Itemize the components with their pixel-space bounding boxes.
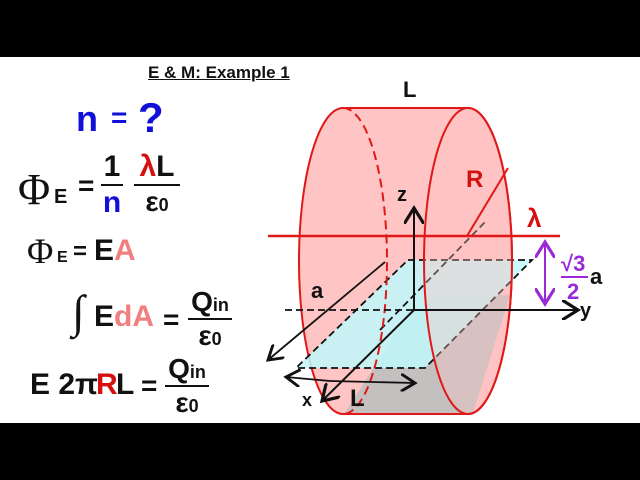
label-L-top: L	[403, 77, 417, 102]
top-letterbox-bar	[0, 0, 640, 57]
label-L-bottom: L	[350, 385, 365, 412]
epsilon-symbol: ε	[145, 186, 159, 217]
radius-R: R	[96, 368, 118, 401]
question-equals: =	[111, 102, 128, 133]
bottom-letterbox-bar	[0, 423, 640, 480]
radius-line	[466, 167, 509, 237]
differential-dA: dA	[114, 300, 154, 333]
fraction-bar	[134, 184, 180, 186]
fraction-bar	[101, 184, 123, 186]
charge-subscript: in	[212, 295, 229, 315]
label-height-numerator: √3	[561, 251, 586, 276]
charge-subscript: in	[189, 362, 206, 382]
length-L: L	[156, 150, 175, 183]
phi-symbol: Φ	[27, 231, 54, 271]
field-E-2pi: E 2π	[30, 368, 98, 401]
integral-symbol: ∫	[72, 286, 85, 337]
phi-symbol: Φ	[18, 165, 51, 214]
lambda-symbol: λ	[139, 150, 157, 183]
question-n: n	[76, 98, 98, 139]
epsilon-subscript: 0	[188, 396, 199, 416]
phi-subscript: E	[57, 249, 68, 266]
epsilon-symbol: ε	[198, 320, 212, 351]
label-a: a	[311, 278, 324, 303]
question-mark: ?	[138, 94, 164, 141]
equals-sign: =	[73, 238, 88, 265]
fraction-1-over-n: 1 n	[101, 152, 123, 218]
length-L: L	[116, 368, 135, 401]
epsilon-symbol: ε	[175, 387, 189, 418]
equals-sign: =	[163, 304, 180, 335]
epsilon-subscript: 0	[158, 195, 169, 215]
slide-title: E & M: Example 1	[148, 63, 290, 82]
fraction-bar	[165, 385, 209, 387]
charge-Q: Q	[191, 286, 213, 317]
area-A: A	[114, 234, 136, 267]
label-z: z	[397, 184, 407, 206]
fraction-Qin-over-epsilon0: Qin ε0	[188, 288, 232, 350]
equals-sign: =	[141, 370, 158, 401]
charge-Q: Q	[168, 353, 190, 384]
epsilon-subscript: 0	[211, 329, 222, 349]
label-y: y	[580, 300, 592, 322]
phi-subscript: E	[54, 186, 68, 208]
rectangular-plane	[296, 260, 532, 368]
label-height-denominator: 2	[567, 279, 580, 304]
label-lambda: λ	[527, 203, 542, 233]
field-E: E	[94, 234, 115, 267]
label-x: x	[302, 390, 313, 410]
cylinder-right-end	[423, 107, 513, 415]
numerator-1: 1	[103, 150, 121, 183]
field-E: E	[94, 300, 115, 333]
dimension-L-arrow	[329, 381, 415, 383]
label-R: R	[466, 166, 484, 193]
dimension-a-arrow	[268, 261, 386, 360]
fraction-lambda-L-over-epsilon0: λL ε0	[134, 152, 180, 216]
fraction-Qin-over-epsilon0: Qin ε0	[165, 355, 209, 417]
denominator-n: n	[102, 186, 122, 219]
fraction-bar	[188, 318, 232, 320]
equals-sign: =	[78, 170, 95, 201]
x-axis	[322, 309, 415, 401]
label-height-a: a	[590, 264, 603, 289]
